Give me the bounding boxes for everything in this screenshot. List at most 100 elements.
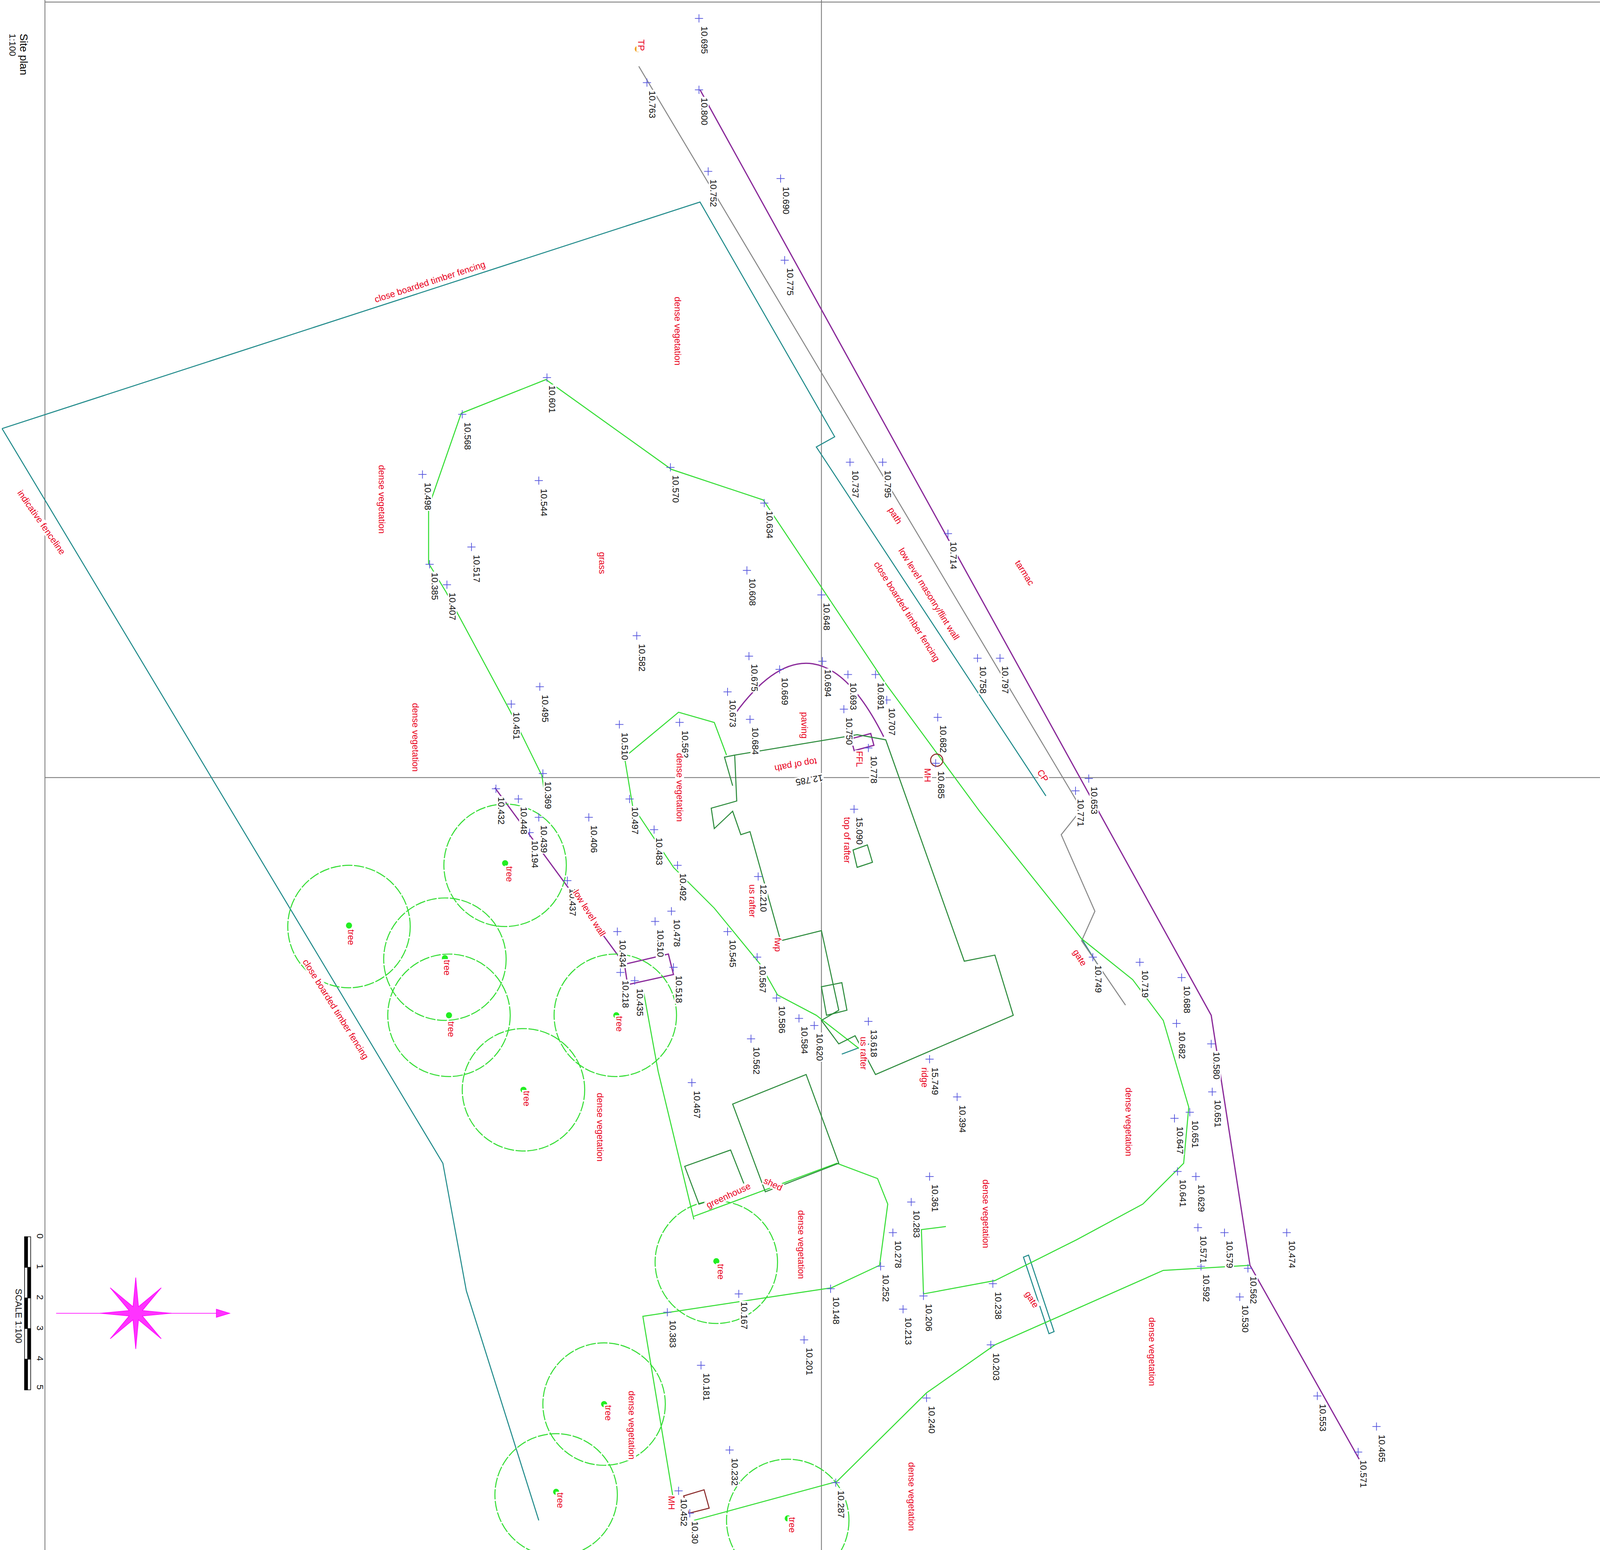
spot-level: 10.203	[991, 1352, 1001, 1382]
annotation-label: MH	[922, 767, 932, 783]
buildings	[684, 734, 1014, 1205]
annotation-label: close boarded timber fencing	[872, 559, 942, 664]
survey-cross	[507, 700, 516, 709]
survey-cross	[1372, 1422, 1381, 1431]
spot-level: 10.452	[679, 1497, 689, 1527]
spot-level: 10.800	[699, 96, 709, 126]
spot-level: 10.580	[1211, 1050, 1221, 1081]
annotation-label: us rafter	[858, 1035, 868, 1071]
survey-cross	[876, 1262, 885, 1271]
survey-cross	[753, 952, 762, 962]
spot-level: 10.30	[690, 1520, 700, 1545]
spot-level: 10.675	[749, 663, 759, 693]
survey-cross	[1220, 1228, 1229, 1237]
survey-cross	[650, 917, 660, 926]
spot-level: 10.797	[1000, 665, 1010, 695]
survey-cross	[843, 670, 852, 679]
survey-cross	[1173, 1167, 1182, 1176]
drawing-line	[44, 1, 1600, 3]
spot-level: 10.510	[655, 928, 665, 958]
annotation-label: dense vegetation	[796, 1209, 806, 1280]
survey-cross	[667, 907, 676, 916]
trees	[287, 803, 850, 1550]
spot-level: 10.510	[620, 731, 630, 761]
spot-level: 10.252	[881, 1273, 891, 1303]
drawing-rect	[24, 1297, 28, 1329]
drawing-polyline	[494, 787, 674, 985]
spot-level: 10.451	[511, 711, 521, 741]
spot-level: 10.601	[547, 384, 557, 414]
survey-cross	[775, 665, 784, 674]
spot-level: 10.218	[620, 979, 630, 1009]
drawing-polyline	[643, 987, 694, 1220]
drawing-polyline	[700, 89, 1360, 1460]
annotation-label: grass	[597, 551, 607, 575]
spot-level: 10.287	[836, 1489, 846, 1519]
annotation-label: dense vegetation	[981, 1178, 991, 1250]
drawing-circle	[462, 1028, 585, 1151]
spot-level: 13.618	[869, 1028, 879, 1058]
spot-level: 10.435	[635, 987, 645, 1017]
spot-level: 10.651	[1190, 1119, 1200, 1149]
survey-cross	[694, 14, 703, 23]
annotation-label: dense vegetation	[410, 702, 420, 773]
path-edge	[638, 66, 1126, 1006]
survey-cross	[535, 682, 544, 691]
tree-centres	[345, 860, 791, 1522]
spot-level: 10.448	[519, 805, 529, 836]
spot-level: 10.571	[1358, 1459, 1368, 1489]
drawing-polygon	[732, 1074, 839, 1192]
annotation-label: dense vegetation	[595, 1091, 605, 1163]
drawing-polyline	[2, 428, 539, 1521]
annotation-label: tarmac	[1012, 558, 1036, 588]
spot-level: 10.492	[678, 872, 688, 902]
spot-level: 10.647	[1175, 1125, 1185, 1155]
spot-level: 10.688	[1182, 984, 1192, 1015]
annotation-label: FFL	[854, 750, 864, 768]
annotation-label: dense vegetation	[627, 1389, 637, 1461]
annotation-label: top of rafter	[842, 816, 852, 865]
spot-level: 15.749	[930, 1066, 940, 1096]
annotation-label: tree	[614, 1015, 624, 1033]
survey-cross	[734, 1289, 743, 1298]
annotation-label: fwp	[773, 936, 783, 953]
survey-cross	[746, 1034, 756, 1043]
annotation-label: TP	[636, 38, 646, 52]
annotation-label: dense vegetation	[906, 1461, 916, 1532]
spot-level: 10.432	[496, 796, 506, 826]
annotation-label: tree	[787, 1516, 797, 1534]
survey-cross	[952, 1092, 962, 1102]
spot-level: 10.553	[1318, 1403, 1328, 1433]
annotation-label: dense vegetation	[675, 752, 685, 823]
survey-cross	[776, 174, 785, 183]
spot-level: 10.571	[1198, 1234, 1208, 1264]
annotation-label: dense vegetation	[1147, 1316, 1157, 1388]
survey-cross	[534, 476, 543, 485]
survey-cross	[458, 410, 467, 419]
spot-level: 12.210	[758, 883, 768, 913]
survey-cross	[772, 993, 781, 1003]
survey-cross	[632, 631, 641, 640]
annotation-label: CP	[1035, 767, 1051, 785]
spot-level: 10.567	[757, 964, 767, 994]
survey-cross	[616, 968, 625, 977]
survey-cross	[1135, 958, 1145, 967]
survey-cross	[1084, 774, 1093, 783]
annotation-label: dense vegetation	[672, 295, 683, 367]
survey-cross	[831, 1478, 841, 1487]
survey-crosses	[418, 14, 1381, 1518]
survey-cross	[1354, 1447, 1363, 1456]
spot-level: 10.545	[727, 938, 738, 969]
drawing-rect	[27, 1328, 31, 1360]
survey-cross	[1313, 1391, 1322, 1401]
survey-cross	[922, 1393, 931, 1403]
drawing-rect	[24, 1236, 31, 1390]
drawing-rect	[27, 1267, 31, 1298]
annotation-label: ridge	[920, 1066, 930, 1089]
drawing-rect	[24, 1359, 28, 1390]
spot-level: 10.694	[823, 668, 833, 698]
drawing-circle	[930, 754, 944, 767]
annotation-label: tree	[521, 1089, 532, 1108]
spot-level: 10.795	[883, 469, 893, 499]
